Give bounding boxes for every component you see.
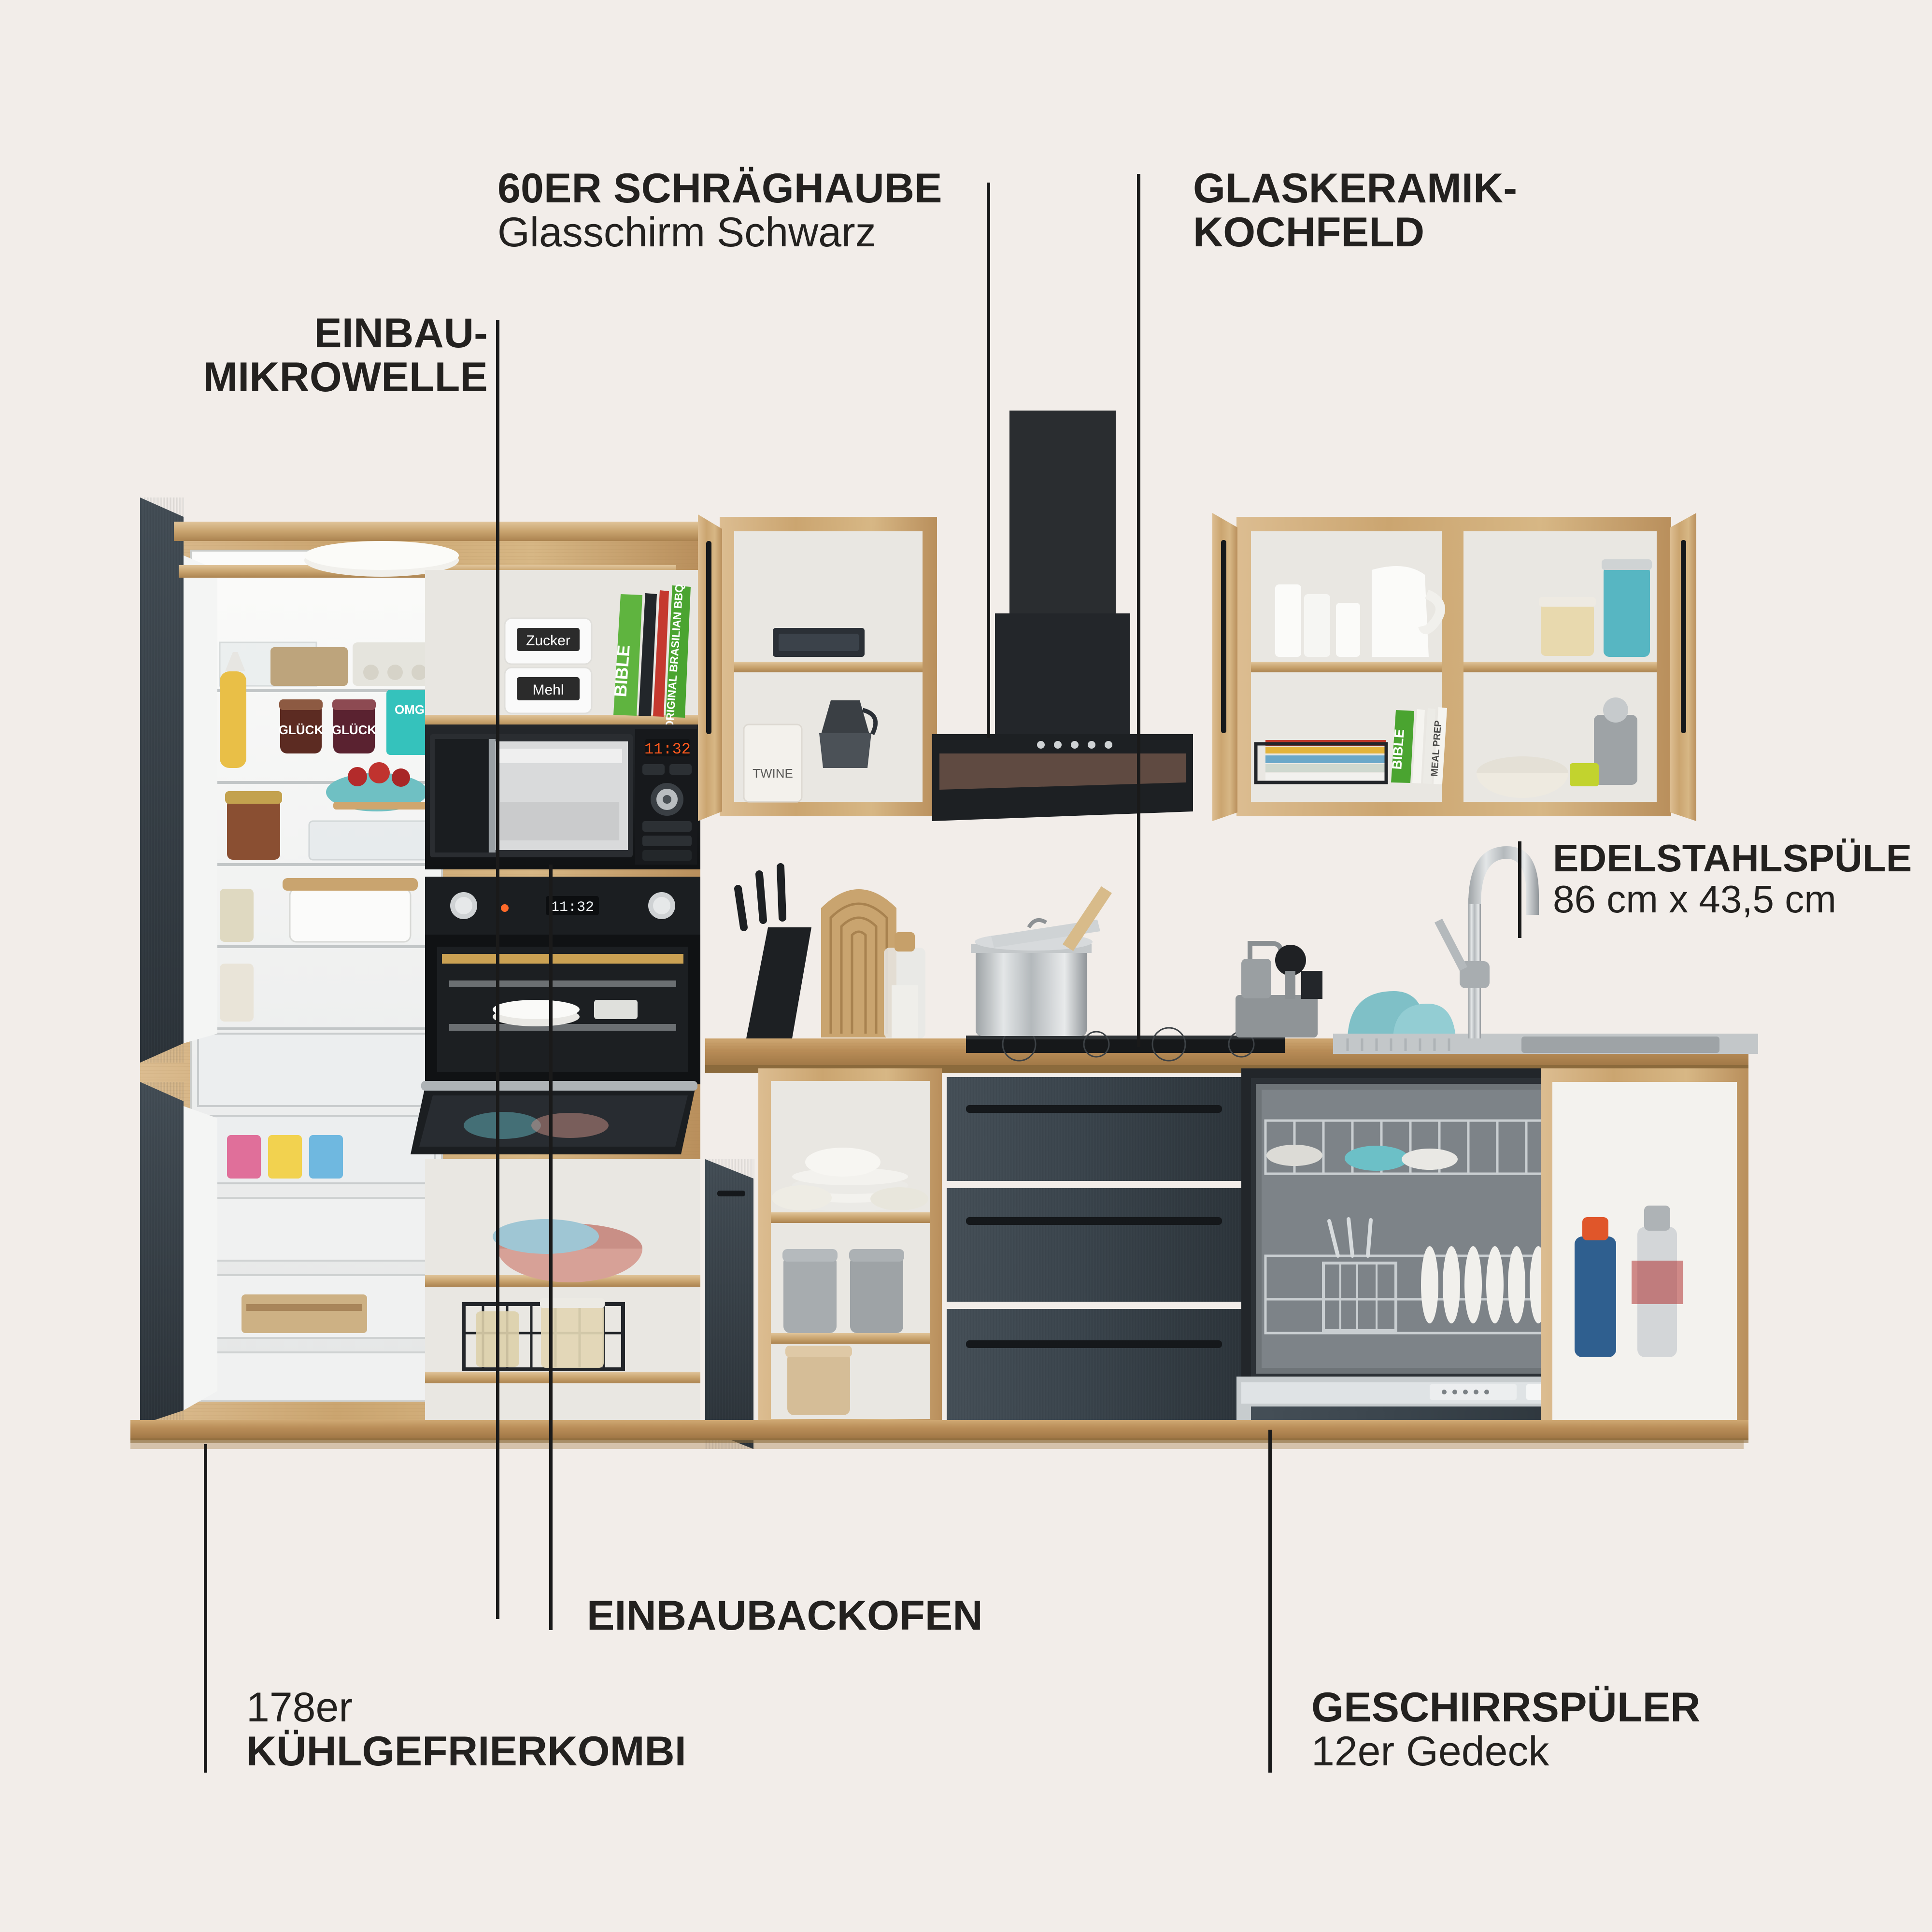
callout-line2: MIKROWELLE <box>203 354 488 401</box>
under-sink-bay <box>1541 1068 1748 1431</box>
callout-line2: 12er Gedeck <box>1311 1728 1549 1775</box>
callout-einbau-mikrowelle: EINBAU- MIKROWELLE <box>0 310 488 401</box>
drawer-handle <box>966 1340 1222 1348</box>
leader-line-backofen <box>549 865 553 1630</box>
callout-line1: EDELSTAHLSPÜLE <box>1553 837 1912 880</box>
leader-line-kochfeld <box>1137 174 1140 1047</box>
callout-geschirrspueler: GESCHIRRSPÜLER 12er Gedeck <box>1311 1684 1701 1775</box>
callout-line2: 86 cm x 43,5 cm <box>1553 877 1836 921</box>
drawer-stack[interactable] <box>947 1077 1241 1430</box>
callout-line1: 178er <box>246 1684 353 1731</box>
dishware-group <box>1275 566 1446 657</box>
leader-line-mikrowelle <box>496 320 499 1619</box>
plate-stack <box>772 1148 928 1211</box>
plates-in-rack <box>1421 1246 1547 1323</box>
callout-einbaubackofen: EINBAUBACKOFEN <box>587 1592 983 1639</box>
callout-line2: KOCHFELD <box>1193 209 1425 256</box>
glass-ceramic-cooktop[interactable] <box>966 1027 1285 1062</box>
callout-schraeghaube: 60ER SCHRÄGHAUBE Glasschirm Schwarz <box>497 165 942 256</box>
callout-line1: GESCHIRRSPÜLER <box>1311 1684 1701 1731</box>
oven-display: 11:32 <box>551 899 594 916</box>
leader-line-geschirrspueler <box>1268 1430 1272 1773</box>
teal-bowls <box>1348 991 1456 1037</box>
callout-line1: EINBAUBACKOFEN <box>587 1592 983 1639</box>
built-in-oven[interactable]: 11:32 <box>425 877 700 1084</box>
dishwasher-controls[interactable] <box>1430 1384 1548 1400</box>
base-cabinet-door-open-left[interactable] <box>705 1159 754 1449</box>
extractor-hood[interactable] <box>932 411 1193 821</box>
kitchen-faucet[interactable] <box>1435 846 1539 1038</box>
drawer-handle <box>966 1217 1222 1225</box>
callout-edelstahlspuele: EDELSTAHLSPÜLE 86 cm x 43,5 cm <box>1553 838 1912 920</box>
worktop-accessories <box>734 846 1758 1062</box>
wall-cabinet-left: TWINE <box>698 514 937 821</box>
svg-text:GLÜCK: GLÜCK <box>332 723 377 737</box>
callout-line1: GLASKERAMIK- <box>1193 165 1518 212</box>
dishwasher-door-open[interactable] <box>1236 1377 1594 1423</box>
svg-text:OMG: OMG <box>395 702 425 717</box>
wall-cabinet-right: BIBLE MEAL PREP <box>1212 513 1696 821</box>
knife-block <box>734 863 811 1038</box>
moka-pot <box>819 700 878 768</box>
drawer-handle <box>966 1105 1222 1113</box>
leader-line-schraeghaube <box>987 183 990 738</box>
callout-line1: 60ER SCHRÄGHAUBE <box>497 165 942 212</box>
svg-text:Mehl: Mehl <box>532 682 564 698</box>
base-open-shelf-plates <box>758 1068 942 1431</box>
callout-line2: Glasschirm Schwarz <box>497 209 876 256</box>
microwave-display: 11:32 <box>644 740 691 758</box>
callout-line1: EINBAU- <box>314 310 488 356</box>
canister-stack: Zucker Mehl <box>504 617 593 714</box>
callout-kuehlgefrierkombi: 178er KÜHLGEFRIERKOMBI <box>246 1684 686 1775</box>
top-shelf-over-fridge <box>174 522 700 578</box>
cookbook-stack-upper: BIBLE ORIGINAL BRASILIAN BBQ <box>610 583 691 730</box>
base-open-shelves-left <box>425 1159 700 1430</box>
fridge-contents: GLÜCK GLÜCK OMG <box>219 641 435 1333</box>
svg-text:BIBLE: BIBLE <box>610 644 633 698</box>
callout-line2: KÜHLGEFRIERKOMBI <box>246 1728 686 1775</box>
hood-control-buttons[interactable] <box>1037 741 1112 749</box>
svg-text:Zucker: Zucker <box>526 633 570 649</box>
stock-pot <box>971 886 1112 1036</box>
leader-line-kuehlkombi <box>204 1444 207 1773</box>
built-in-microwave[interactable]: 11:32 <box>425 724 700 869</box>
dishwasher[interactable] <box>1236 1068 1594 1423</box>
svg-text:GLÜCK: GLÜCK <box>279 723 324 737</box>
leader-line-spuele <box>1518 841 1521 938</box>
fridge-freezer[interactable]: GLÜCK GLÜCK OMG <box>140 497 443 1425</box>
sink-caddy <box>1236 941 1322 1037</box>
cookbook-stack-wall: BIBLE MEAL PREP <box>1254 707 1447 784</box>
oven-door-open[interactable] <box>411 1081 697 1154</box>
svg-text:TWINE: TWINE <box>753 766 793 781</box>
callout-glaskeramik-kochfeld: GLASKERAMIK- KOCHFELD <box>1193 165 1518 256</box>
appliance-tower: Zucker Mehl BIBLE ORIGINAL BRASILIAN BBQ <box>411 570 700 1154</box>
stainless-steel-sink <box>1333 1034 1758 1054</box>
svg-text:BIBLE: BIBLE <box>1389 728 1407 770</box>
